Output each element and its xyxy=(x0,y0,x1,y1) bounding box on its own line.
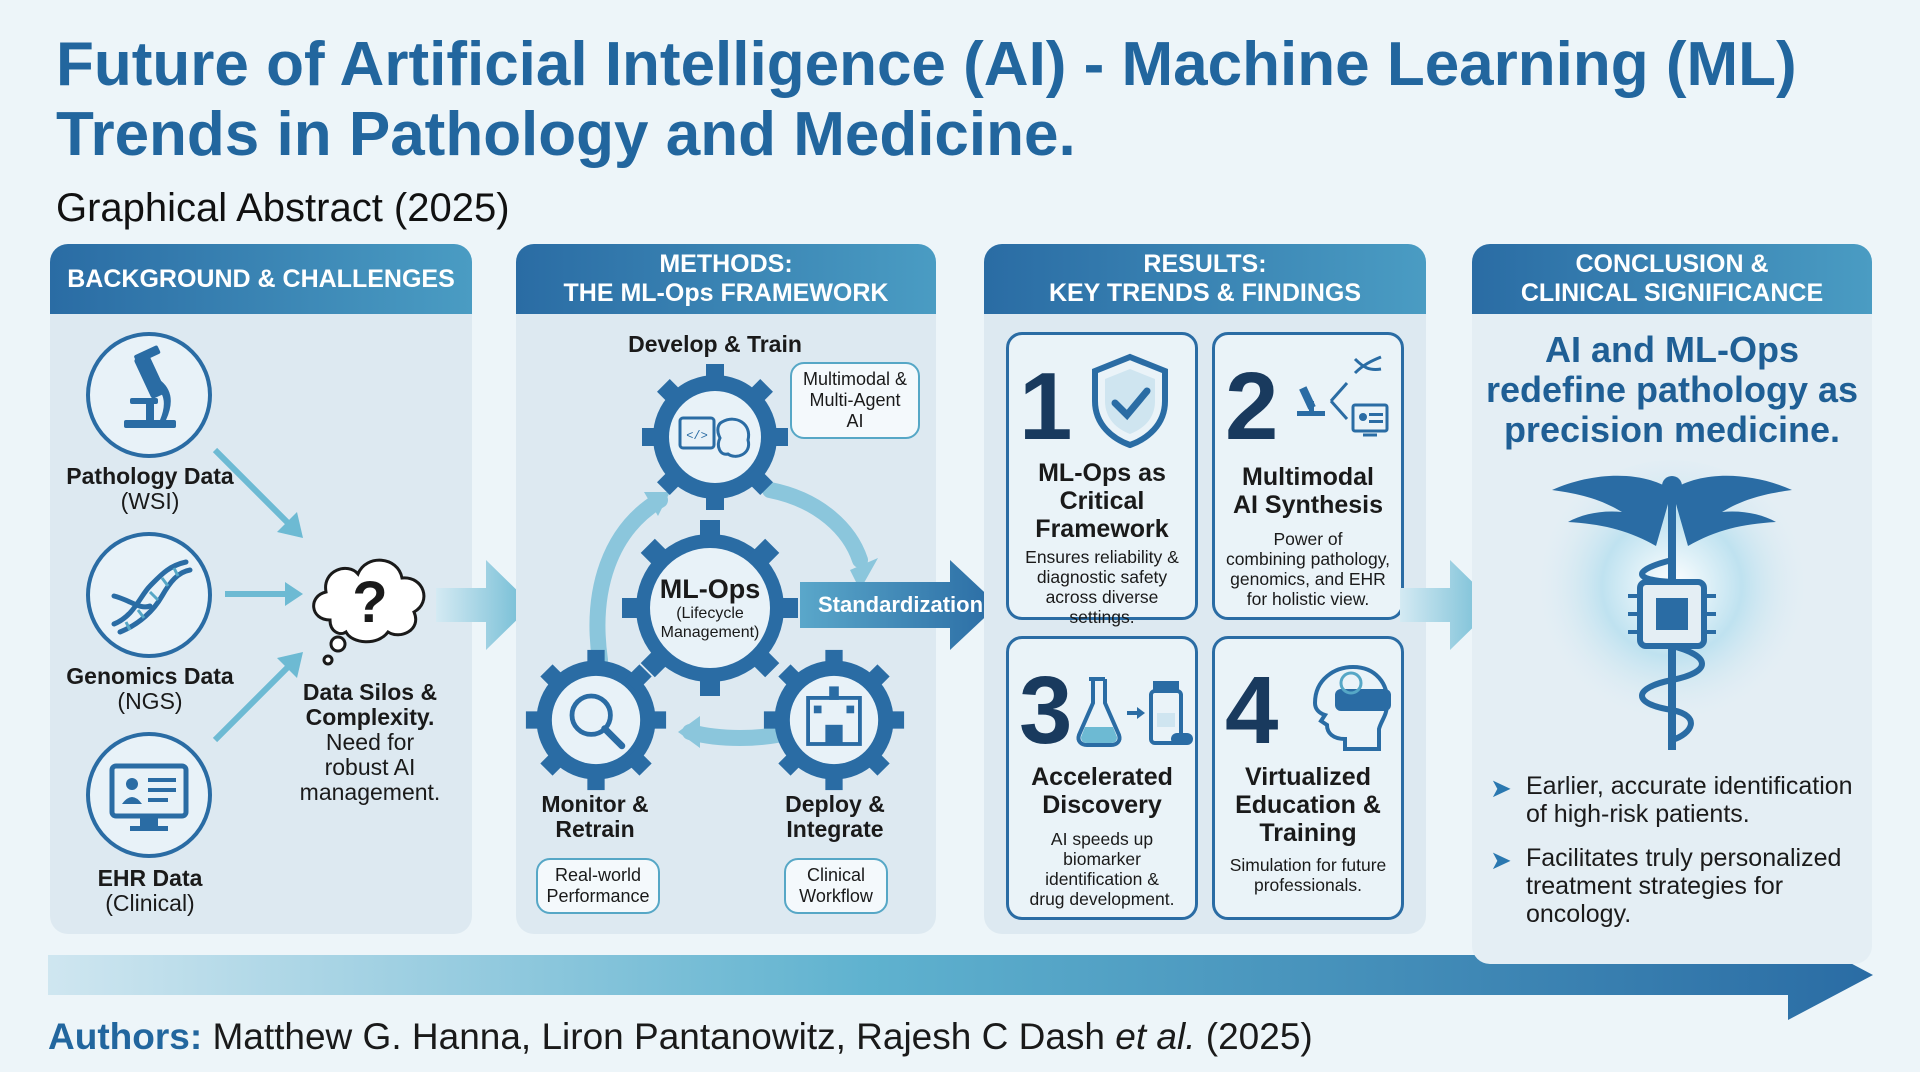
standardization-label: Standardization xyxy=(818,592,984,617)
converging-arrows xyxy=(212,447,303,743)
dna-icon xyxy=(86,532,212,658)
shield-check-icon xyxy=(1092,353,1168,449)
authors-line: Authors: Matthew G. Hanna, Liron Pantano… xyxy=(48,1016,1313,1057)
methods-heading: METHODS:THE ML-Ops FRAMEWORK xyxy=(516,244,936,314)
monitor-retrain-label: Monitor & Retrain xyxy=(541,791,649,842)
question-cloud-icon: ? xyxy=(312,558,426,666)
page-title: Future of Artificial Intelligence (AI) -… xyxy=(56,30,1797,169)
genomics-data-label: Genomics Data (NGS) xyxy=(66,663,234,714)
conclusion-bullet-1: ➤ Earlier, accurate identification of hi… xyxy=(1490,772,1853,828)
mlops-gear-icon xyxy=(622,520,798,696)
ehr-data-label: EHR Data (Clinical) xyxy=(97,865,203,916)
deploy-gear-icon xyxy=(763,649,905,791)
conclusion-bullet-2: ➤ Facilitates truly personalized treatme… xyxy=(1490,844,1842,928)
page-subtitle: Graphical Abstract (2025) xyxy=(56,186,510,230)
chevron-right-icon: ➤ xyxy=(1490,845,1512,875)
pathology-data-label: Pathology Data (WSI) xyxy=(66,463,234,514)
develop-gear-icon: </> xyxy=(642,364,788,510)
caduceus-chip-icon xyxy=(1532,460,1812,750)
microscope-icon xyxy=(86,332,212,458)
clinical-workflow-bubble: Clinical Workflow xyxy=(784,858,888,914)
conclusion-heading: CONCLUSION &CLINICAL SIGNIFICANCE xyxy=(1472,244,1872,314)
conclusion-statement: AI and ML-Ops redefine pathology as prec… xyxy=(1485,329,1859,450)
background-heading: BACKGROUND & CHALLENGES xyxy=(50,244,472,314)
monitor-icon xyxy=(86,732,212,858)
timeline-arrow xyxy=(48,930,1873,1020)
standardization-arrow xyxy=(800,560,998,650)
vr-headset-icon xyxy=(1312,664,1391,751)
svg-text:</>: </> xyxy=(686,429,708,443)
results-heading: RESULTS:KEY TRENDS & FINDINGS xyxy=(984,244,1426,314)
svg-text:?: ? xyxy=(352,570,387,635)
data-silos-label: Data Silos & Complexity. Need for robust… xyxy=(299,679,441,805)
deploy-integrate-label: Deploy & Integrate xyxy=(785,791,885,842)
real-world-bubble: Real-world Performance xyxy=(536,858,660,914)
monitor-gear-icon xyxy=(525,649,667,791)
multimodal-bubble: Multimodal & Multi-Agent AI xyxy=(790,362,920,439)
flask-pill-icon xyxy=(1076,677,1193,747)
multimodal-icon xyxy=(1297,355,1389,437)
develop-train-label: Develop & Train xyxy=(628,331,802,357)
mlops-center-label: ML-Ops (Lifecycle Management) xyxy=(659,574,761,641)
flow-arrow-1 xyxy=(436,560,532,650)
chevron-right-icon: ➤ xyxy=(1490,773,1512,803)
